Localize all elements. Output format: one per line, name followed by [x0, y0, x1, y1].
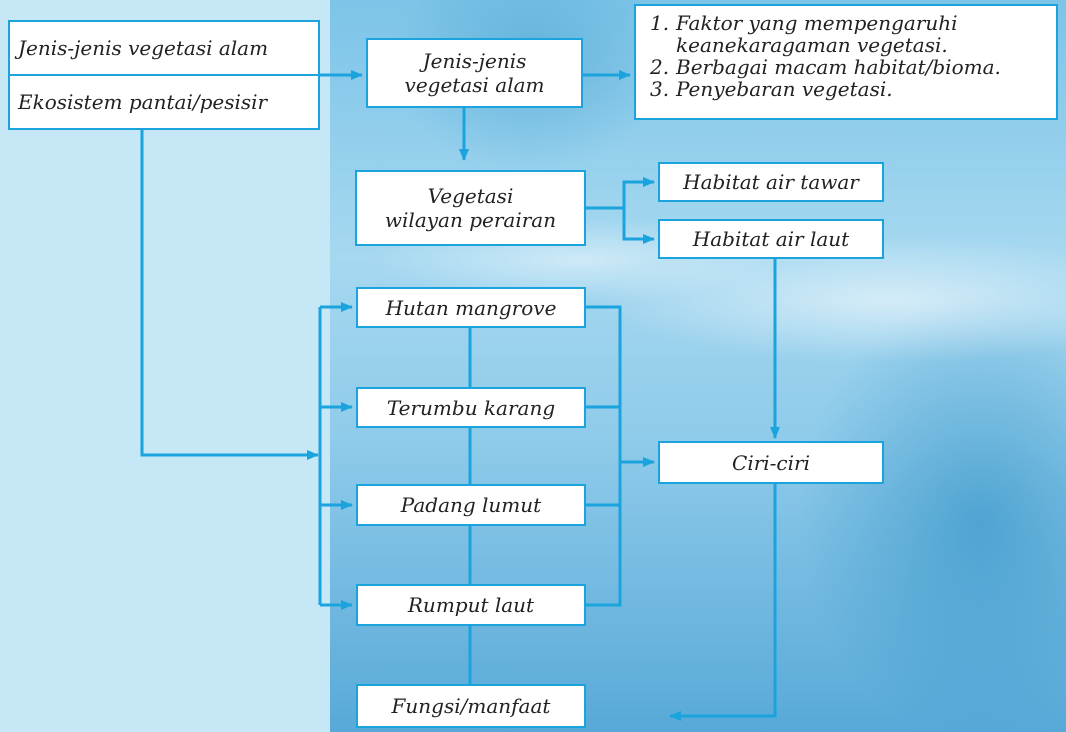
box-ciri-ciri: Ciri-ciri	[658, 441, 884, 484]
label-hutan-mangrove: Hutan mangrove	[385, 295, 557, 320]
topic-item-2: 2. Berbagai macam habitat/bioma.	[650, 56, 1001, 78]
label-rumput-laut: Rumput laut	[407, 593, 535, 617]
box-vegetasi-perairan: Vegetasi wilayan perairan	[355, 170, 586, 246]
topic-list: 1. Faktor yang mempengaruhi keanekaragam…	[650, 12, 1001, 100]
box-topic-list: 1. Faktor yang mempengaruhi keanekaragam…	[634, 4, 1058, 120]
box-jenis-vegetasi-alam-center: Jenis-jenis vegetasi alam	[366, 38, 583, 108]
topic-number: 3.	[650, 77, 670, 101]
label-habitat-air-tawar: Habitat air tawar	[683, 170, 859, 194]
arrow-to-air-tawar	[622, 177, 655, 208]
box-fungsi-manfaat: Fungsi/manfaat	[356, 684, 586, 728]
label-vegetasi-line2: wilayan perairan	[384, 208, 557, 232]
label-ciri-ciri: Ciri-ciri	[732, 450, 810, 475]
label-terumbu-karang: Terumbu karang	[386, 395, 556, 420]
right-bracket	[586, 305, 622, 607]
label-center-line1: Jenis-jenis	[422, 49, 527, 73]
box-jenis-vegetasi-alam-left: Jenis-jenis vegetasi alam	[8, 20, 320, 76]
label-ekosistem-pantai: Ekosistem pantai/pesisir	[18, 90, 268, 114]
topic-text: Penyebaran vegetasi.	[676, 77, 893, 101]
box-hutan-mangrove: Hutan mangrove	[356, 287, 586, 328]
box-padang-lumut: Padang lumut	[356, 484, 586, 526]
topic-item-1: 1. Faktor yang mempengaruhi keanekaragam…	[650, 12, 1001, 56]
topic-number: 1.	[650, 11, 670, 35]
arrow-ciri-to-fungsi	[669, 484, 777, 721]
topic-text: Berbagai macam habitat/bioma.	[676, 55, 1001, 79]
label-padang-lumut: Padang lumut	[400, 493, 542, 517]
box-rumput-laut: Rumput laut	[356, 584, 586, 626]
label-vegetasi-line1: Vegetasi	[427, 184, 514, 208]
box-habitat-air-tawar: Habitat air tawar	[658, 162, 884, 202]
box-terumbu-karang: Terumbu karang	[356, 387, 586, 428]
box-ekosistem-pantai: Ekosistem pantai/pesisir	[8, 74, 320, 130]
arrow-to-air-laut	[622, 208, 655, 244]
topic-text: Faktor yang mempengaruhi	[676, 11, 958, 35]
topic-text-continued: keanekaragaman vegetasi.	[676, 33, 948, 57]
label-fungsi-manfaat: Fungsi/manfaat	[391, 694, 551, 718]
label-center-line2: vegetasi alam	[404, 73, 545, 97]
arrow-ekosistem-to-bracket	[140, 130, 319, 460]
label-jenis-vegetasi-alam-left: Jenis-jenis vegetasi alam	[18, 36, 269, 60]
box-habitat-air-laut: Habitat air laut	[658, 219, 884, 259]
topic-item-3: 3. Penyebaran vegetasi.	[650, 78, 1001, 100]
topic-number: 2.	[650, 55, 670, 79]
label-habitat-air-laut: Habitat air laut	[692, 227, 850, 251]
